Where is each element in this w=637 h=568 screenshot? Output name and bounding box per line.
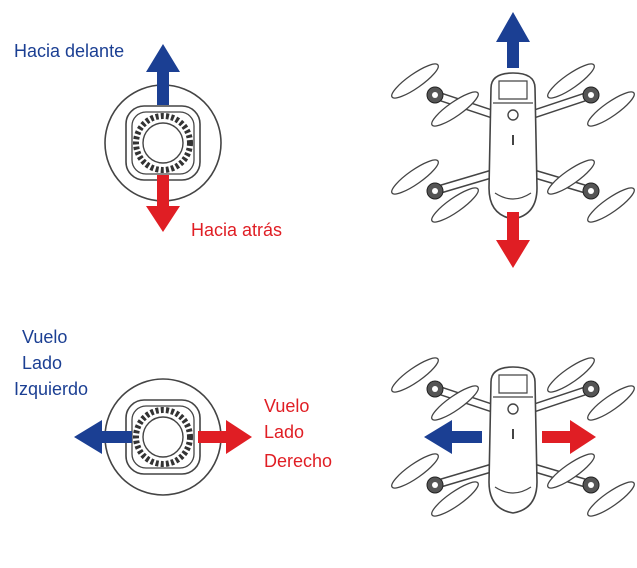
arrow-up-icon-drone xyxy=(496,12,530,68)
arrow-right-icon xyxy=(198,420,252,454)
label-left-line3: Izquierdo xyxy=(14,379,89,399)
arrow-up-icon xyxy=(146,44,180,105)
arrow-down-icon xyxy=(146,175,180,232)
drone-icon-top xyxy=(388,59,637,227)
label-left-line2: Lado xyxy=(22,353,63,373)
label-right-line3: Derecho xyxy=(264,451,333,471)
label-right-line2: Lado xyxy=(264,422,305,442)
label-backward: Hacia atrás xyxy=(191,220,283,240)
label-left-line1: Vuelo xyxy=(22,327,68,347)
arrow-left-icon xyxy=(74,420,132,454)
label-forward: Hacia delante xyxy=(14,41,125,61)
label-right-line1: Vuelo xyxy=(264,396,310,416)
arrow-right-icon-drone xyxy=(542,420,596,454)
arrow-left-icon-drone xyxy=(424,420,482,454)
arrow-down-icon-drone xyxy=(496,212,530,268)
